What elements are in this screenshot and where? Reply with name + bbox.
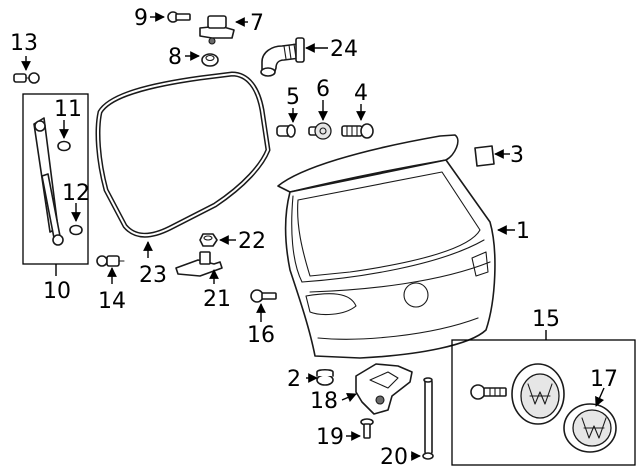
bolt-part-16[interactable] (250, 289, 277, 303)
bumper-part-5[interactable] (276, 124, 296, 138)
bracket-part-21[interactable] (175, 251, 223, 277)
callout-23: 23 (139, 263, 167, 288)
latch-part-18[interactable] (355, 363, 413, 415)
liftgate-part[interactable] (277, 134, 496, 359)
callout-11: 11 (54, 97, 82, 122)
callout-17: 17 (590, 367, 618, 392)
weatherstrip-part[interactable] (95, 71, 271, 238)
callout-19: 19 (316, 425, 344, 450)
callout-14: 14 (98, 289, 126, 314)
callout-1: 1 (516, 219, 530, 244)
callout-labels: 1 2 3 4 5 6 7 8 9 10 11 12 13 14 15 16 1… (10, 6, 618, 470)
callout-13: 13 (10, 31, 38, 56)
callout-12: 12 (62, 181, 90, 206)
camera-housing-part[interactable] (511, 363, 565, 425)
callout-7: 7 (250, 11, 264, 36)
callout-15: 15 (532, 307, 560, 332)
nut-part-8[interactable] (201, 53, 219, 67)
clip-part-12[interactable] (69, 224, 83, 236)
bumper-part-6[interactable] (308, 122, 332, 140)
emblem-part-17[interactable] (563, 403, 617, 453)
pad-part-3[interactable] (474, 145, 495, 167)
bumper-part-2[interactable] (316, 368, 334, 386)
hinge-part[interactable] (199, 15, 235, 45)
callout-2: 2 (287, 367, 301, 392)
callout-21: 21 (203, 287, 231, 312)
clip-part-11[interactable] (57, 140, 71, 152)
ball-stud-part-14[interactable] (96, 255, 125, 267)
callout-20: 20 (380, 445, 408, 470)
callout-18: 18 (310, 389, 338, 414)
callout-6: 6 (316, 77, 330, 102)
callout-22: 22 (238, 229, 266, 254)
callout-9: 9 (134, 6, 148, 31)
callout-5: 5 (286, 85, 300, 110)
callout-10: 10 (43, 279, 71, 304)
bolt-part-9[interactable] (167, 11, 191, 23)
screw-part-19[interactable] (360, 418, 374, 439)
callout-4: 4 (354, 81, 368, 106)
leader-lines (21, 12, 605, 461)
rod-part-20[interactable] (422, 377, 434, 460)
gas-strut-part[interactable] (33, 117, 64, 246)
adjuster-part-4[interactable] (341, 123, 374, 139)
callout-24: 24 (330, 37, 358, 62)
wiring-grommet-part[interactable] (260, 37, 305, 77)
callout-8: 8 (168, 45, 182, 70)
ball-stud-part[interactable] (13, 72, 40, 84)
emblem-group-box (451, 339, 636, 466)
nut-part-22[interactable] (199, 233, 218, 247)
callout-3: 3 (510, 143, 524, 168)
bolt-part-15[interactable] (470, 384, 507, 400)
callout-16: 16 (247, 323, 275, 348)
